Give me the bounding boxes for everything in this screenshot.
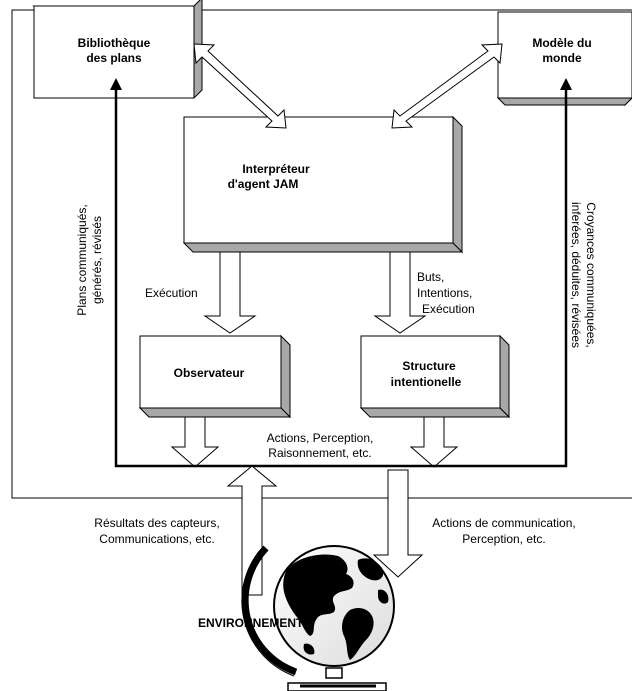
feedback-arrowhead-left	[110, 78, 122, 90]
world-interpreter-double-arrow	[391, 43, 503, 129]
execution-label: Exécution	[145, 286, 198, 300]
svg-text:Croyances communiquées,: Croyances communiquées,	[584, 202, 598, 347]
svg-text:Résultats des capteurs,: Résultats des capteurs,	[94, 516, 219, 530]
globe-icon	[241, 545, 395, 691]
observer-output-arrow	[170, 416, 220, 468]
intention-structure-line-1: Structure	[402, 359, 456, 373]
interpreter-line-1: Interpréteur	[242, 162, 310, 176]
beliefs-vertical-label: Croyances communiquées, inferées, déduit…	[569, 202, 598, 348]
goals-down-arrow	[373, 251, 427, 334]
svg-text:Exécution: Exécution	[422, 302, 475, 316]
interpreter-box: Interpréteur d'agent JAM	[182, 115, 464, 254]
plan-library-line-2: des plans	[86, 51, 142, 65]
communication-actions-label: Actions de communication, Perception, et…	[432, 516, 575, 546]
svg-text:Intentions,: Intentions,	[417, 286, 472, 300]
svg-text:Buts,: Buts,	[417, 270, 444, 284]
svg-text:Perception, etc.: Perception, etc.	[462, 532, 545, 546]
feedback-arrowhead-right	[560, 78, 572, 90]
svg-text:Actions, Perception,: Actions, Perception,	[267, 431, 374, 445]
feedback-line	[114, 86, 568, 468]
execution-down-arrow	[203, 251, 257, 334]
actions-perception-label: Actions, Perception, Raisonnement, etc.	[267, 431, 374, 460]
plans-vertical-label: Plans communiqués, générés, révisés	[75, 204, 104, 315]
action-down-arrow	[372, 469, 424, 578]
agent-frame	[11, 9, 632, 499]
svg-text:Actions de communication,: Actions de communication,	[432, 516, 575, 530]
sensor-up-arrow	[226, 465, 278, 596]
goals-label: Buts, Intentions, Exécution	[417, 270, 475, 316]
observer-label: Observateur	[174, 366, 245, 380]
world-model-line-1: Modèle du	[532, 36, 591, 50]
intention-output-arrow	[409, 416, 459, 468]
intention-structure-line-2: intentionelle	[391, 375, 462, 389]
interpreter-line-2: d'agent JAM	[228, 177, 299, 191]
svg-text:Communications, etc.: Communications, etc.	[99, 532, 214, 546]
svg-text:Raisonnement, etc.: Raisonnement, etc.	[268, 446, 371, 460]
world-model-line-2: monde	[542, 51, 582, 65]
plan-library-line-1: Bibliothèque	[78, 36, 151, 50]
observer-box: Observateur	[138, 334, 292, 419]
svg-text:générés, révisés: générés, révisés	[90, 216, 104, 304]
svg-text:inferées, déduites, révisées: inferées, déduites, révisées	[569, 202, 583, 348]
environment-label: ENVIRONNEMENT	[198, 616, 304, 630]
plan-interpreter-double-arrow	[193, 43, 287, 129]
intention-structure-box: Structure intentionelle	[359, 334, 511, 419]
sensor-results-label: Résultats des capteurs, Communications, …	[94, 516, 219, 546]
svg-text:Plans communiqués,: Plans communiqués,	[75, 204, 89, 315]
